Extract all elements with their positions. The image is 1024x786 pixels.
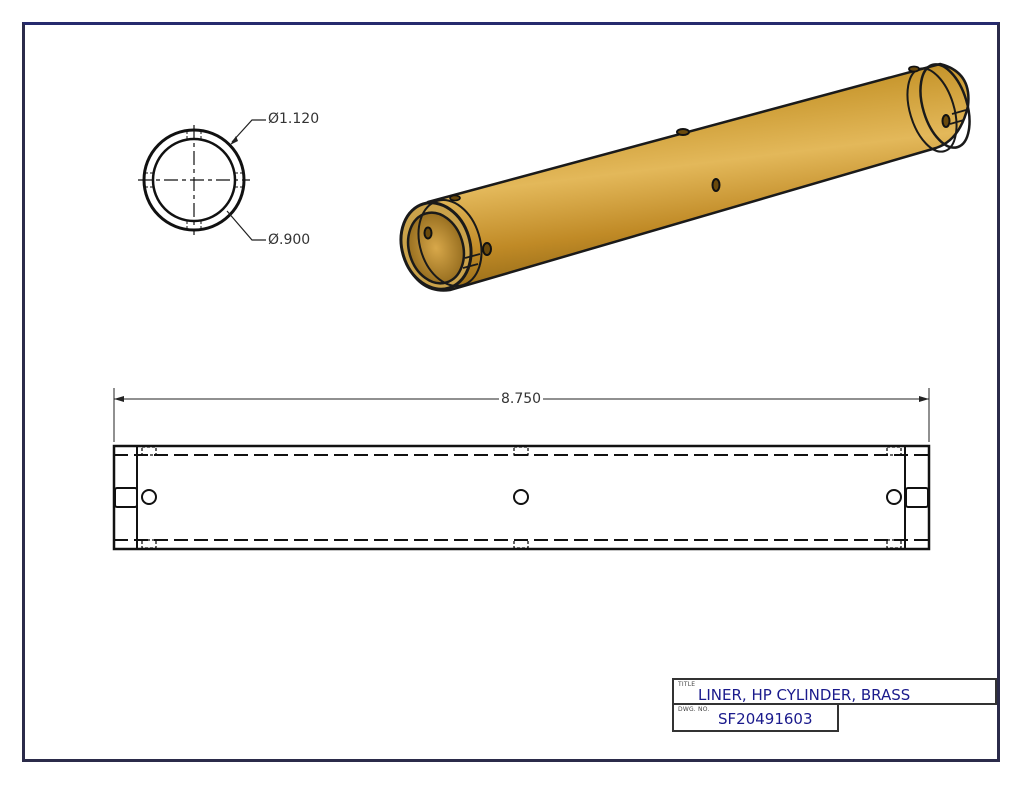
- drawing-number: SF20491603: [718, 710, 813, 728]
- dwg-no-caption: DWG. NO.: [678, 706, 710, 713]
- title-caption: TITLE: [678, 681, 696, 688]
- drawing-number-cell: DWG. NO. SF20491603: [672, 705, 839, 732]
- inner-diameter-label: Ø.900: [266, 232, 313, 248]
- side-view: [112, 388, 931, 551]
- overall-length-label: 8.750: [499, 391, 544, 407]
- drawing-sheet-border: [22, 22, 1000, 762]
- title-block: TITLE LINER, HP CYLINDER, BRASS DWG. NO.…: [672, 678, 999, 734]
- title-cell: TITLE LINER, HP CYLINDER, BRASS: [672, 678, 997, 705]
- outer-diameter-label: Ø1.120: [266, 111, 322, 127]
- drawing-title: LINER, HP CYLINDER, BRASS: [698, 686, 911, 704]
- isometric-brass-liner: [399, 62, 971, 292]
- end-view: [138, 119, 266, 241]
